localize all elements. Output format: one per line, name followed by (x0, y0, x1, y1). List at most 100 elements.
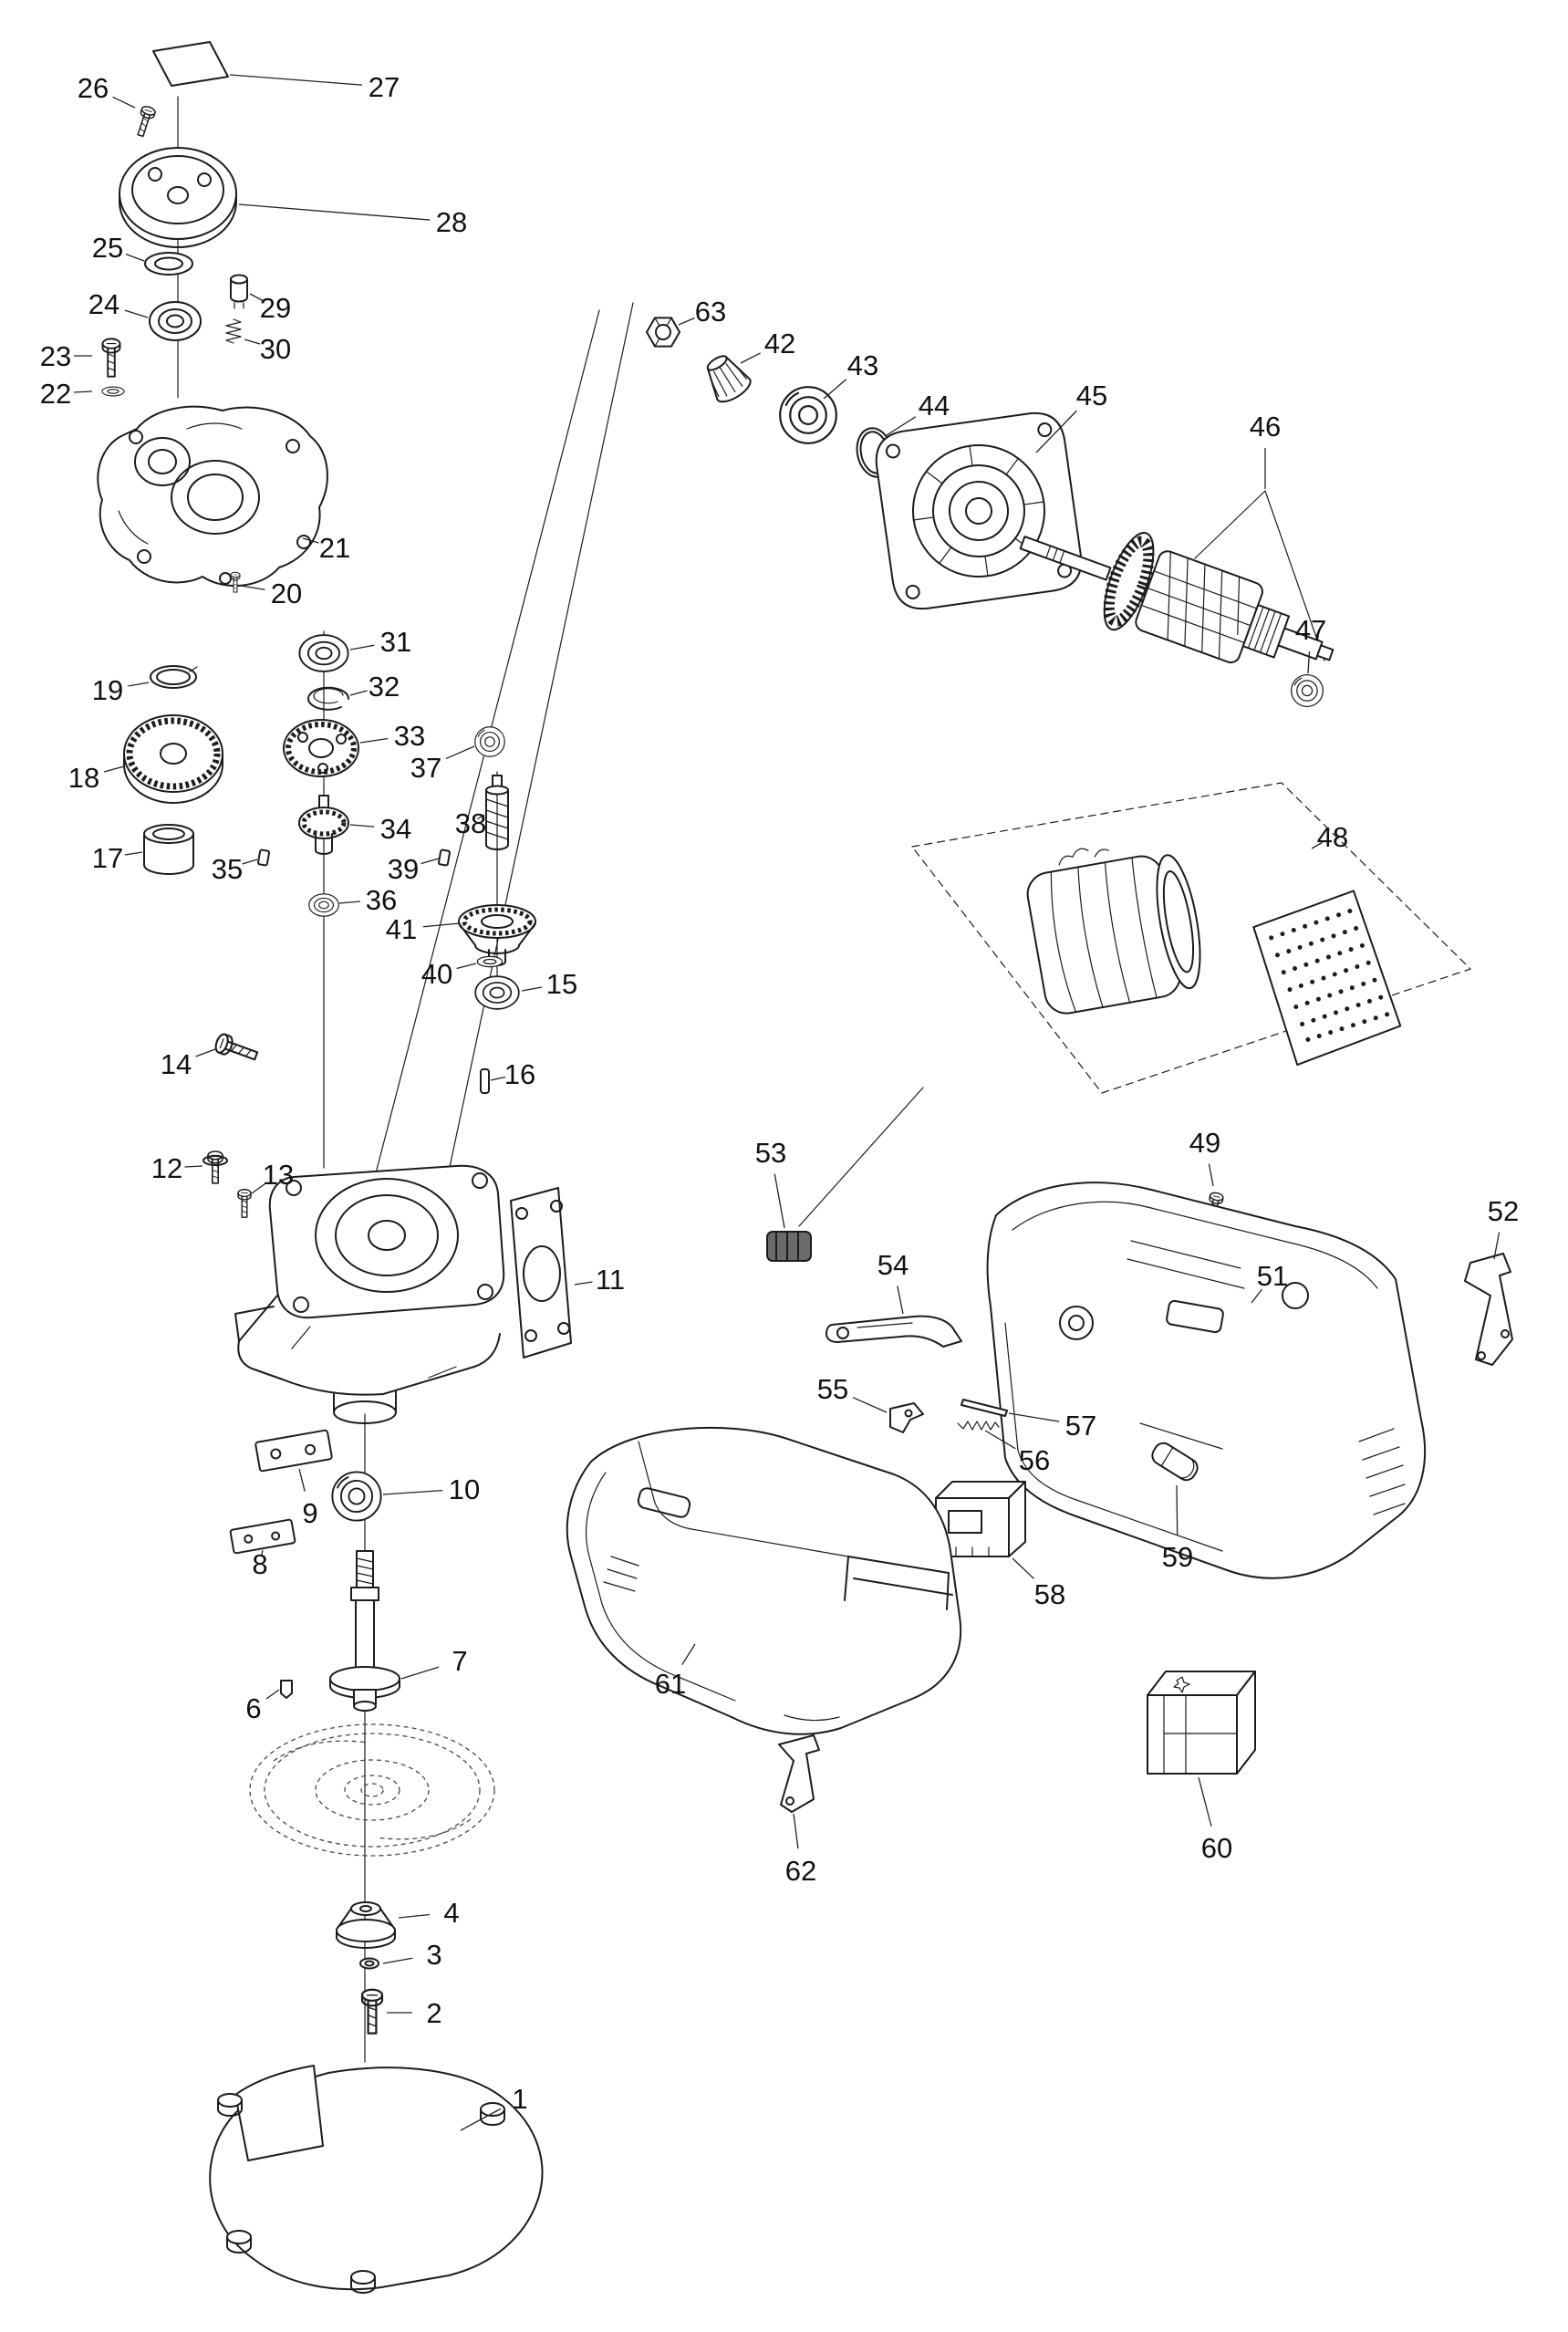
part-label-20: 20 (271, 578, 302, 609)
leader-line-1 (460, 2108, 502, 2131)
part-label-27: 27 (369, 71, 400, 103)
part-26-screw (133, 104, 157, 139)
leader-line-26 (112, 96, 136, 109)
part-48-stator (1026, 848, 1201, 1015)
part-28-head-cover (119, 147, 237, 248)
leader-line-9 (298, 1468, 306, 1492)
leader-line-3 (382, 1957, 413, 1964)
part-label-9: 9 (302, 1497, 317, 1529)
leader-line-30 (244, 338, 261, 345)
part-label-15: 15 (546, 968, 577, 1000)
leader-line-8 (260, 1549, 264, 1557)
part-label-51: 51 (1257, 1260, 1288, 1292)
leader-line-34 (349, 824, 375, 828)
leader-line-45 (1035, 410, 1077, 453)
part-15-ball-bearing (474, 975, 520, 1010)
leader-line-20 (240, 585, 265, 590)
part-23-screw (101, 338, 121, 378)
part-34-gear-shaft (298, 795, 349, 855)
part-label-36: 36 (366, 884, 397, 916)
part-label-53: 53 (755, 1137, 786, 1169)
part-53-switch-slider (766, 1231, 812, 1262)
part-19-clip-ring (150, 665, 198, 689)
part-62-bracket (778, 1734, 820, 1813)
part-label-47: 47 (1295, 614, 1326, 646)
part-4-flange (336, 1901, 396, 1949)
leader-line-51 (1251, 1288, 1263, 1304)
part-label-43: 43 (847, 349, 878, 381)
part-51-motor-housing-right (986, 1182, 1427, 1579)
part-14-screw (213, 1031, 261, 1067)
leader-line-15 (521, 986, 543, 992)
stator-region-dashed-box (911, 782, 1471, 1094)
part-label-24: 24 (88, 288, 119, 320)
part-label-32: 32 (369, 671, 400, 703)
leader-line-52 (1493, 1232, 1501, 1260)
part-10-ball-bearing (331, 1471, 382, 1522)
part-30-spring (225, 318, 242, 344)
part-label-34: 34 (380, 813, 411, 845)
part-label-45: 45 (1076, 380, 1107, 411)
part-label-2: 2 (426, 1997, 441, 2029)
part-38-helical-pinion (485, 775, 509, 850)
part-57-pin (961, 1399, 1008, 1417)
part-59-roller (1151, 1442, 1199, 1482)
part-13-screw (237, 1189, 252, 1218)
part-18-clutch-gear (123, 714, 223, 804)
leader-line-48 (1311, 841, 1323, 849)
leader-line-14 (195, 1048, 216, 1057)
part-label-8: 8 (252, 1548, 267, 1580)
part-24-ball-bearing (149, 301, 202, 341)
leader-line-56 (984, 1430, 1016, 1450)
part-11-bearing-box-housing (234, 1164, 572, 1424)
leader-line-21 (302, 537, 319, 544)
part-label-48: 48 (1317, 821, 1348, 853)
part-label-37: 37 (410, 752, 441, 784)
part-label-11: 11 (596, 1264, 625, 1296)
leader-line-41 (422, 922, 461, 928)
part-31-ball-bearing (298, 634, 349, 672)
part-22-washer (101, 386, 125, 397)
part-label-40: 40 (421, 958, 452, 990)
leader-line-57 (1008, 1412, 1060, 1422)
part-label-14: 14 (161, 1048, 192, 1080)
leader-line-60 (1198, 1776, 1212, 1827)
leader-line-25 (125, 253, 145, 262)
part-label-52: 52 (1488, 1195, 1519, 1227)
part-60-terminal-cover (1147, 1671, 1256, 1775)
part-label-30: 30 (260, 333, 291, 365)
part-label-28: 28 (436, 206, 467, 238)
part-label-62: 62 (785, 1855, 816, 1887)
leader-line-17 (124, 851, 143, 856)
part-8-plate (229, 1518, 296, 1555)
part-label-22: 22 (40, 378, 71, 410)
part-41-bevel-gear (458, 904, 536, 966)
leader-line-37 (445, 745, 475, 760)
part-63-nut (646, 317, 680, 348)
part-label-33: 33 (394, 720, 425, 752)
part-label-60: 60 (1201, 1832, 1232, 1864)
leader-line-62 (793, 1813, 799, 1849)
leader-line-33 (359, 737, 389, 744)
leader-line-32 (349, 690, 368, 696)
leader-line-27 (229, 74, 363, 86)
part-label-6: 6 (245, 1692, 261, 1724)
leader-line-28 (238, 203, 431, 221)
blade-reference (249, 1723, 495, 1857)
part-36-ball-bearing (308, 893, 339, 917)
part-58-switch (935, 1481, 1026, 1557)
leader-line-59 (1176, 1484, 1179, 1536)
part-label-29: 29 (260, 292, 291, 324)
part-12-screw-with-washer (202, 1150, 228, 1184)
leader-line-55 (852, 1397, 888, 1413)
part-label-10: 10 (449, 1473, 480, 1505)
leader-line-24 (124, 309, 149, 318)
part-1-base-plate (209, 2065, 544, 2294)
part-label-7: 7 (452, 1645, 467, 1677)
leader-line-12 (184, 1165, 203, 1168)
part-label-16: 16 (504, 1058, 535, 1090)
part-label-55: 55 (817, 1373, 848, 1405)
part-label-57: 57 (1065, 1410, 1096, 1442)
